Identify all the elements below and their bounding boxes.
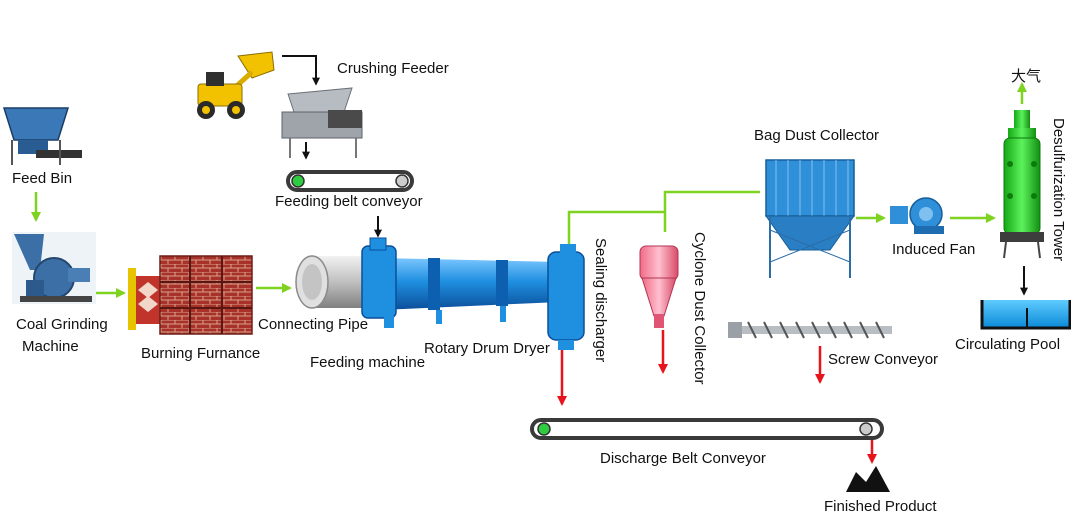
finished-product-icon (846, 466, 890, 492)
crushing-feeder-label: Crushing Feeder (337, 60, 449, 77)
feed-bin-label: Feed Bin (12, 170, 73, 187)
desulfurization-tower-label: Desulfurization Tower (1050, 118, 1067, 262)
discharge-belt-conveyor-label: Discharge Belt Conveyor (600, 450, 766, 467)
feeding-machine-label: Feeding machine (310, 354, 426, 371)
burning-furnace-label: Burning Furnance (141, 345, 261, 362)
rotary-drum-dryer-label: Rotary Drum Dryer (424, 340, 550, 357)
bag-dust-collector-icon (765, 159, 855, 278)
circulating-pool-label: Circulating Pool (955, 336, 1061, 353)
material-flow-arrows (557, 330, 877, 464)
induced-fan-icon (890, 197, 944, 234)
coal-grinding-machine-label-line2: Machine (22, 338, 79, 355)
coal-grinding-machine-label-line1: Coal Grinding (16, 316, 108, 333)
rotary-drum-dryer-icon (361, 237, 585, 350)
wheel-loader-icon (197, 51, 275, 119)
feeding-belt-conveyor-label: Feeding belt conveyor (275, 193, 423, 210)
induced-fan-label: Induced Fan (892, 241, 976, 258)
feeding-belt-conveyor-icon (286, 170, 414, 192)
feed-arrows (282, 55, 1028, 296)
bag-dust-collector-label: Bag Dust Collector (754, 127, 880, 144)
coal-grinding-machine-icon (12, 232, 96, 304)
gas-flow-lines (31, 82, 1027, 298)
cyclone-dust-collector-icon (639, 245, 679, 328)
burning-furnace-icon (128, 255, 253, 335)
sealing-discharger-label: Sealing discharger (592, 238, 609, 363)
crushing-feeder-icon (281, 87, 363, 158)
desulfurization-tower-icon (1000, 110, 1044, 259)
screw-conveyor-label: Screw Conveyor (828, 351, 939, 368)
circulating-pool-icon (980, 300, 1071, 330)
connecting-pipe-label: Connecting Pipe (258, 316, 369, 333)
screw-conveyor-icon (728, 321, 892, 339)
feed-bin-icon (2, 107, 82, 165)
cyclone-dust-collector-label: Cyclone Dust Collector (691, 232, 708, 385)
atmosphere-label: 大气 (1011, 68, 1042, 85)
finished-product-label: Finished Product (824, 498, 937, 515)
discharge-belt-conveyor-icon (530, 418, 884, 440)
